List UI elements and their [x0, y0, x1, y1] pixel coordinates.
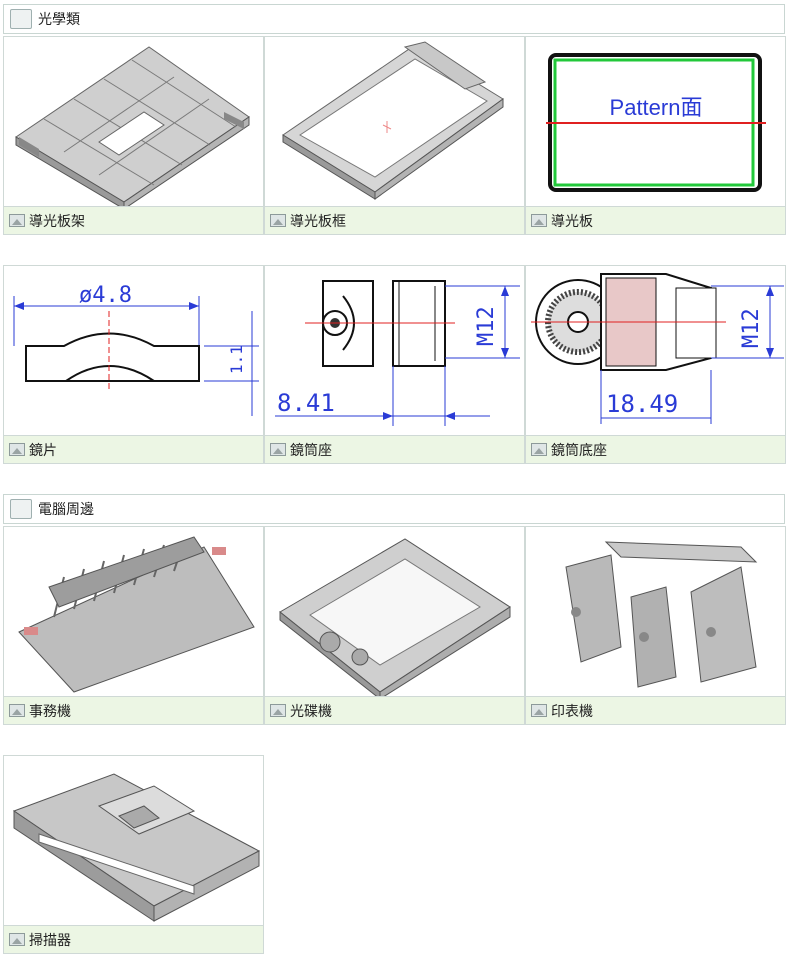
- caption-label: 事務機: [29, 703, 71, 720]
- dim-diameter: ø4.8: [79, 283, 132, 308]
- image-icon: [531, 443, 547, 456]
- caption-label: 導光板架: [29, 213, 85, 230]
- thumbnail-image[interactable]: [3, 526, 264, 697]
- gallery-item[interactable]: M12 8.41 鏡筒座: [264, 265, 525, 464]
- caption-bar: 掃描器: [3, 926, 264, 954]
- image-icon: [9, 214, 25, 227]
- caption-label: 印表機: [551, 703, 593, 720]
- light-guide-frame-drawing: [282, 41, 504, 200]
- caption-bar: 事務機: [3, 697, 264, 725]
- section-header-peripherals: 電腦周邊: [3, 494, 785, 524]
- caption-label: 鏡筒底座: [551, 442, 607, 459]
- gallery-item[interactable]: 導光板框: [264, 36, 525, 235]
- folder-icon: [10, 499, 32, 519]
- gallery-item[interactable]: Pattern面 導光板: [525, 36, 786, 235]
- lens-barrel-seat-drawing: M12 8.41: [275, 280, 520, 426]
- thumbnail-image[interactable]: [264, 36, 525, 207]
- caption-label: 導光板框: [290, 213, 346, 230]
- thumbnail-image[interactable]: M12 8.41: [264, 265, 525, 436]
- image-icon: [531, 214, 547, 227]
- caption-label: 導光板: [551, 213, 593, 230]
- lens-barrel-base-drawing: M12 18.49: [531, 273, 784, 424]
- caption-label: 鏡片: [29, 442, 57, 459]
- caption-bar: 鏡筒底座: [525, 436, 786, 464]
- dim-thread: M12: [474, 306, 499, 346]
- office-machine-drawing: [18, 536, 255, 693]
- thumbnail-image[interactable]: [3, 755, 264, 926]
- section-title: 電腦周邊: [38, 502, 94, 518]
- section-header-optical: 光學類: [3, 4, 785, 34]
- dim-length: 18.49: [606, 390, 678, 418]
- printer-drawing: [565, 541, 758, 688]
- pattern-label: Pattern面: [610, 95, 703, 120]
- gallery-item[interactable]: 掃描器: [3, 755, 264, 954]
- image-icon: [9, 443, 25, 456]
- caption-bar: 印表機: [525, 697, 786, 725]
- optical-drive-drawing: [279, 538, 511, 696]
- folder-icon: [10, 9, 32, 29]
- light-guide-plate-drawing: Pattern面: [546, 53, 766, 192]
- caption-bar: 導光板架: [3, 207, 264, 235]
- thumbnail-image[interactable]: [264, 526, 525, 697]
- image-icon: [270, 443, 286, 456]
- gallery-item[interactable]: 事務機: [3, 526, 264, 725]
- caption-label: 光碟機: [290, 703, 332, 720]
- lens-drawing: ø4.8 1.1: [13, 283, 259, 416]
- dim-thickness: 1.1: [227, 345, 246, 374]
- thumbnail-image[interactable]: M12 18.49: [525, 265, 786, 436]
- caption-bar: 鏡筒座: [264, 436, 525, 464]
- caption-bar: 導光板框: [264, 207, 525, 235]
- scanner-drawing: [12, 773, 261, 922]
- image-icon: [9, 933, 25, 946]
- caption-label: 鏡筒座: [290, 442, 332, 459]
- dim-length: 8.41: [277, 389, 335, 417]
- thumbnail-image[interactable]: [525, 526, 786, 697]
- gallery-item[interactable]: 光碟機: [264, 526, 525, 725]
- thumbnail-image[interactable]: Pattern面: [525, 36, 786, 207]
- image-icon: [270, 214, 286, 227]
- thumbnail-image[interactable]: [3, 36, 264, 207]
- gallery-item[interactable]: 印表機: [525, 526, 786, 725]
- caption-bar: 導光板: [525, 207, 786, 235]
- dim-thread: M12: [739, 308, 764, 348]
- gallery-item[interactable]: 導光板架: [3, 36, 264, 235]
- image-icon: [531, 704, 547, 717]
- image-icon: [270, 704, 286, 717]
- image-icon: [9, 704, 25, 717]
- thumbnail-image[interactable]: ø4.8 1.1: [3, 265, 264, 436]
- caption-bar: 光碟機: [264, 697, 525, 725]
- caption-label: 掃描器: [29, 932, 71, 949]
- caption-bar: 鏡片: [3, 436, 264, 464]
- gallery-item[interactable]: ø4.8 1.1 鏡片: [3, 265, 264, 464]
- section-title: 光學類: [38, 12, 80, 28]
- light-guide-holder-drawing: [15, 46, 250, 206]
- gallery-item[interactable]: M12 18.49 鏡筒底座: [525, 265, 786, 464]
